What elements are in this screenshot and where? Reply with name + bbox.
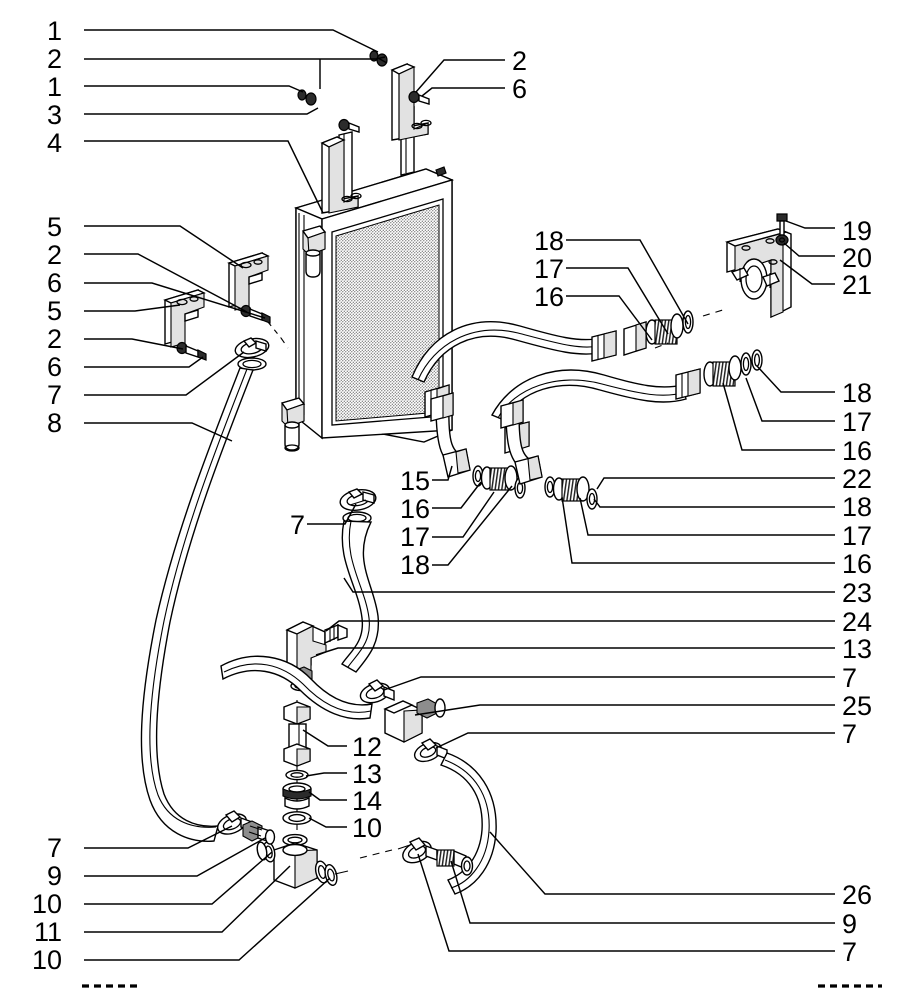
end-fitting-upper-right: [623, 310, 694, 356]
callout-label: 11: [34, 917, 62, 947]
fitting-cluster-25: [359, 679, 448, 763]
callout-group-bottom-left: 7 9 10 11 10: [32, 833, 62, 975]
hose-clamp-center-7: [339, 488, 377, 525]
callout-label: 2: [47, 44, 62, 74]
callout-label: 10: [32, 945, 62, 975]
callout-group-top-right: 2 6: [512, 46, 527, 104]
callout-label: 16: [400, 494, 430, 524]
bottom-left-fitting-group: [216, 810, 276, 845]
callout-label: 7: [842, 937, 857, 967]
callout-label: 7: [842, 719, 857, 749]
hose-cross-lower: [220, 655, 373, 720]
callout-label: 2: [47, 324, 62, 354]
hose-assembly-22: [500, 399, 598, 510]
callout-label: 25: [842, 691, 872, 721]
callout-label: 16: [534, 282, 564, 312]
callout-label: 13: [352, 759, 382, 789]
hose-assembly-upper-right: [411, 310, 694, 418]
assembly-break-dashes: [359, 308, 727, 859]
callout-label: 18: [842, 378, 872, 408]
callout-label: 7: [47, 833, 62, 863]
top-mount-bracket-left: [320, 135, 362, 214]
callout-label: 17: [842, 521, 872, 551]
callout-label: 6: [47, 352, 62, 382]
leader-lines: [84, 29, 835, 961]
callout-group-center-upper: 18 17 16: [534, 226, 564, 312]
callout-group-top-left: 1 2 1 3 4: [47, 16, 62, 158]
callout-label: 6: [47, 268, 62, 298]
callout-label: 18: [534, 226, 564, 256]
callout-label: 10: [352, 813, 382, 843]
end-fitting-second-right: [703, 349, 763, 387]
callout-label: 4: [47, 128, 62, 158]
callout-label: 6: [512, 74, 527, 104]
vertical-stack-12-13-14-10: [282, 700, 312, 830]
callout-label: 5: [47, 296, 62, 326]
callout-label: 2: [512, 46, 527, 76]
callout-label: 8: [47, 408, 62, 438]
mount-plate-21: [725, 213, 792, 319]
hose-assembly-second-right: [491, 349, 763, 454]
callout-label: 13: [842, 634, 872, 664]
cooler-upper-port: [301, 225, 327, 278]
hose-26: [440, 752, 497, 895]
side-bracket-lower: [163, 289, 207, 361]
callout-label: 15: [400, 466, 430, 496]
callout-label: 18: [400, 550, 430, 580]
hose-8-long-return: [140, 367, 254, 842]
callout-label: 1: [47, 16, 62, 46]
callout-label: 7: [290, 510, 305, 540]
callout-label: 5: [47, 212, 62, 242]
callout-label: 21: [842, 270, 872, 300]
lower-right-fitting-group: [397, 837, 474, 876]
callout-label: 18: [842, 492, 872, 522]
callout-label: 22: [842, 464, 872, 494]
callout-label: 16: [842, 549, 872, 579]
callout-label: 9: [47, 861, 62, 891]
callout-label: 17: [534, 254, 564, 284]
callout-label: 7: [842, 663, 857, 693]
callout-label: 7: [47, 380, 62, 410]
top-mount-bracket-right: [390, 62, 432, 141]
callout-label: 2: [47, 240, 62, 270]
callout-group-center-lower: 12 13 14 10: [352, 732, 382, 843]
hose-23-center: [341, 520, 380, 673]
callout-label: 24: [842, 607, 872, 637]
callout-label: 23: [842, 578, 872, 608]
callout-label: 14: [352, 786, 382, 816]
callout-label: 16: [842, 436, 872, 466]
callout-label: 12: [352, 732, 382, 762]
callout-group-center: 7 15 16 17 18: [290, 466, 430, 580]
callout-label: 1: [47, 72, 62, 102]
callout-group-mid-left: 5 2 6 5 2 6 7 8: [47, 212, 62, 438]
callout-label: 26: [842, 880, 872, 910]
bottom-tee-block-11: [256, 833, 349, 889]
callout-label: 9: [842, 909, 857, 939]
callout-label: 20: [842, 243, 872, 273]
cooler-lower-port: [280, 397, 306, 452]
callout-label: 19: [842, 216, 872, 246]
callout-label: 17: [842, 407, 872, 437]
hose-clamp-upper-left: [234, 337, 270, 371]
callout-label: 10: [32, 889, 62, 919]
callout-group-right: 19 20 21 18 17 16 22 18 17 16 23 24 13 7…: [842, 216, 872, 967]
callout-label: 3: [47, 100, 62, 130]
callout-label: 17: [400, 522, 430, 552]
hose-assembly-15: [430, 392, 526, 499]
